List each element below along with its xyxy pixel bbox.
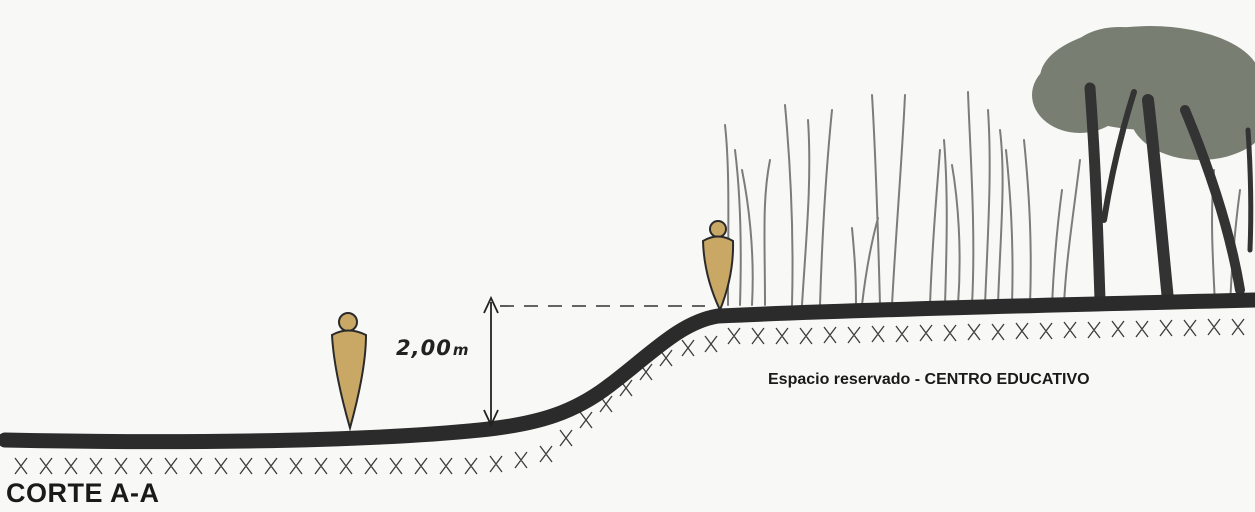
reserved-area-label: Espacio reservado - CENTRO EDUCATIVO xyxy=(768,371,1090,388)
height-dimension-label: 2,00m xyxy=(396,336,470,360)
tree-canopy xyxy=(1032,26,1255,160)
height-dimension xyxy=(483,295,499,428)
tree-trunks xyxy=(1084,82,1254,306)
ground-line xyxy=(0,292,1255,450)
dimension-unit: m xyxy=(452,341,470,359)
soil-hatching xyxy=(14,318,1245,475)
person-figure-lower xyxy=(330,312,368,432)
person-figure-upper xyxy=(701,220,735,313)
section-title: CORTE A-A xyxy=(6,478,160,508)
